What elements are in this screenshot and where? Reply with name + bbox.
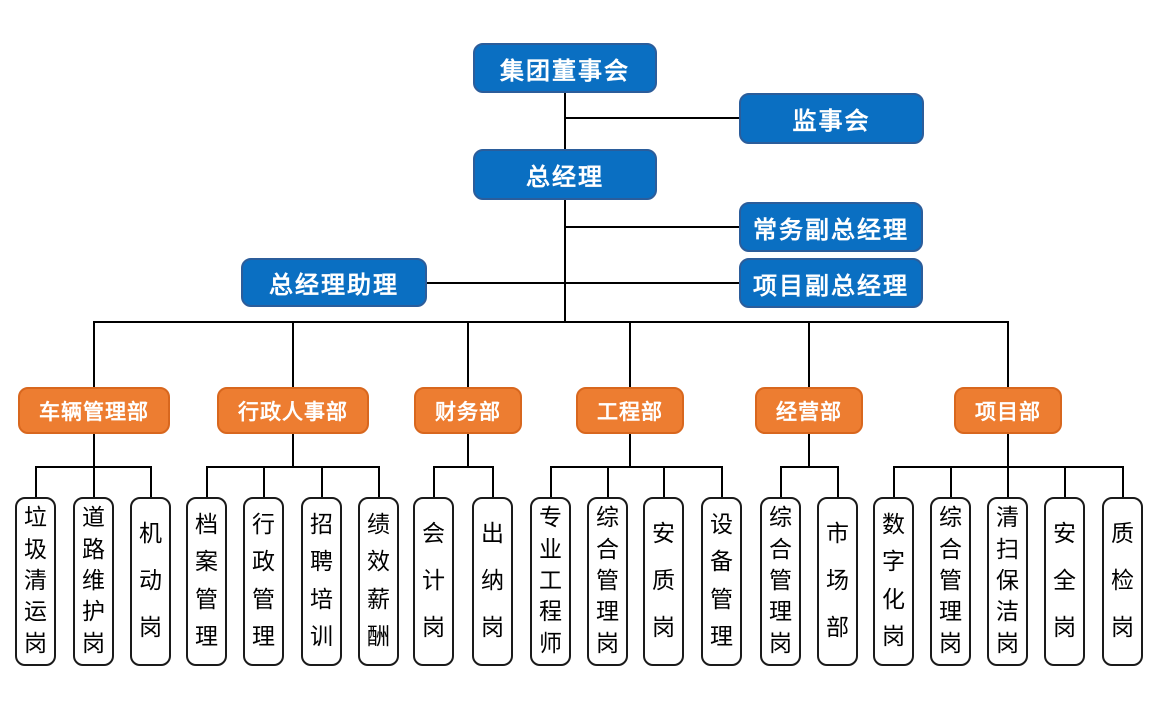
connector-line: [950, 466, 952, 497]
position-equipment-management: 设备管理: [701, 497, 742, 666]
connector-line: [292, 434, 294, 468]
connector-line: [1007, 321, 1009, 387]
position-safety-quality: 安质岗: [643, 497, 684, 666]
connector-line: [433, 466, 435, 497]
connector-line: [93, 321, 1009, 323]
connector-line: [93, 321, 95, 387]
node-board: 集团董事会: [473, 43, 657, 93]
position-professional-engineer: 专业工程师: [530, 497, 571, 666]
position-digitalization: 数字化岗: [873, 497, 914, 666]
dept-project: 项目部: [954, 387, 1062, 434]
connector-line: [206, 466, 208, 497]
position-proj-general-management: 综合管理岗: [930, 497, 971, 666]
node-supervisory-board: 监事会: [739, 93, 924, 144]
connector-line: [433, 466, 494, 468]
connector-line: [565, 117, 740, 119]
position-archives-management: 档案管理: [186, 497, 227, 666]
connector-line: [321, 466, 323, 497]
connector-line: [893, 466, 895, 497]
connector-line: [93, 434, 95, 468]
position-cashier: 出纳岗: [472, 497, 513, 666]
connector-line: [780, 466, 782, 497]
connector-line: [93, 466, 95, 497]
connector-line: [629, 321, 631, 387]
connector-line: [629, 434, 631, 468]
connector-line: [837, 466, 839, 497]
connector-line: [550, 466, 723, 468]
connector-line: [1064, 466, 1066, 497]
dept-admin-hr: 行政人事部: [217, 387, 369, 434]
dept-finance: 财务部: [414, 387, 522, 434]
connector-line: [263, 466, 265, 497]
connector-line: [808, 434, 810, 468]
connector-line: [550, 466, 552, 497]
position-performance-pay: 绩效薪酬: [358, 497, 399, 666]
connector-line: [206, 466, 380, 468]
dept-vehicle-management: 车辆管理部: [18, 387, 170, 434]
connector-line: [721, 466, 723, 497]
connector-line: [467, 434, 469, 468]
connector-line: [150, 466, 152, 497]
connector-line: [467, 321, 469, 387]
node-executive-deputy-gm: 常务副总经理: [739, 202, 923, 252]
dept-engineering: 工程部: [576, 387, 684, 434]
node-project-deputy-gm: 项目副总经理: [739, 258, 923, 308]
position-recruit-training: 招聘培训: [301, 497, 342, 666]
connector-line: [1007, 466, 1009, 497]
connector-line: [1007, 434, 1009, 468]
connector-line: [564, 93, 566, 322]
position-safety: 安全岗: [1044, 497, 1085, 666]
position-quality-inspection: 质检岗: [1102, 497, 1143, 666]
connector-line: [780, 466, 839, 468]
connector-line: [35, 466, 37, 497]
position-cleaning: 清扫保洁岗: [987, 497, 1028, 666]
position-market-dept: 市场部: [817, 497, 858, 666]
position-admin-management: 行政管理: [243, 497, 284, 666]
position-road-maintenance: 道路维护岗: [73, 497, 114, 666]
position-garbage-removal: 垃圾清运岗: [15, 497, 56, 666]
connector-line: [292, 321, 294, 387]
connector-line: [492, 466, 494, 497]
connector-line: [565, 226, 740, 228]
dept-operations: 经营部: [755, 387, 863, 434]
connector-line: [663, 466, 665, 497]
position-accountant: 会计岗: [413, 497, 454, 666]
connector-line: [607, 466, 609, 497]
position-ops-general-management: 综合管理岗: [760, 497, 801, 666]
connector-line: [427, 282, 740, 284]
connector-line: [378, 466, 380, 497]
node-general-manager: 总经理: [473, 149, 657, 200]
connector-line: [1122, 466, 1124, 497]
connector-line: [808, 321, 810, 387]
position-eng-general-management: 综合管理岗: [587, 497, 628, 666]
position-mobile-duty: 机动岗: [130, 497, 171, 666]
node-gm-assistant: 总经理助理: [241, 258, 427, 307]
